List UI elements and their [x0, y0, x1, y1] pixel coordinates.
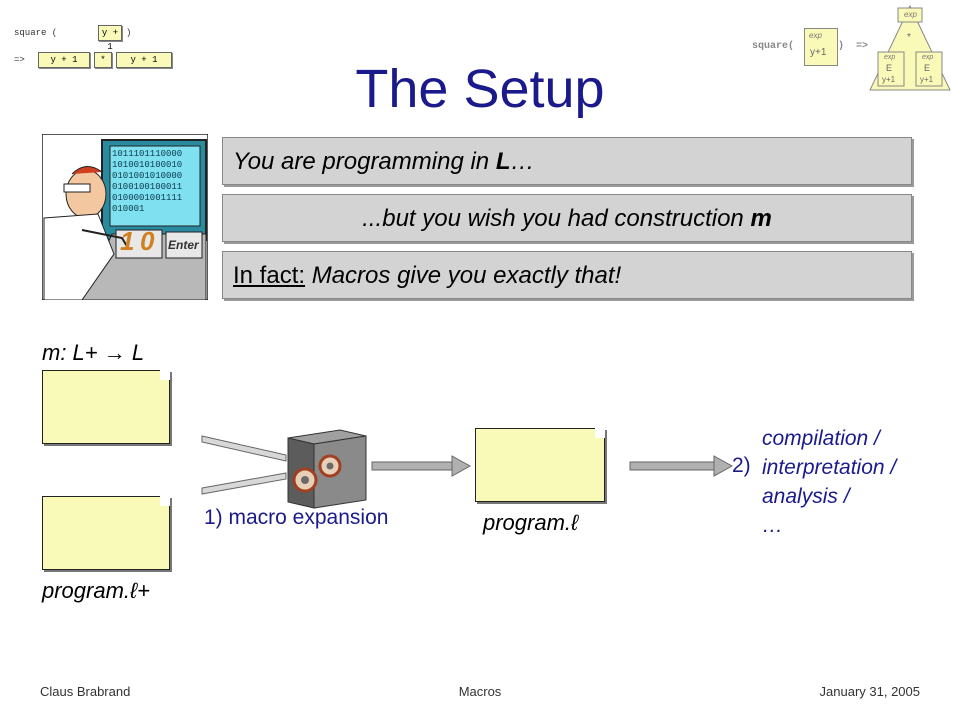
input-line-bottom: [201, 472, 287, 495]
footer-topic: Macros: [458, 684, 502, 699]
slide-title: The Setup: [355, 59, 605, 119]
step2-list: compilation / interpretation / analysis …: [762, 424, 896, 540]
code-right-box: y + 1: [116, 52, 172, 68]
tree-left-y1: y+1: [882, 75, 896, 84]
banner-programming-in-l: You are programming in L…: [222, 137, 912, 185]
code-arrow: =>: [14, 55, 25, 65]
key-zero: 0: [140, 226, 155, 256]
programmer-illustration: [41, 133, 209, 301]
step2-compilation: compilation /: [762, 427, 880, 450]
tree-right-exp: exp: [922, 54, 934, 61]
tree-right-y1: y+1: [920, 75, 934, 84]
tree-arrow: =>: [856, 41, 869, 52]
program-l-label: program.ℓ: [483, 510, 579, 535]
macro-processor-box-icon: [287, 429, 367, 509]
program-lplus-label: program.ℓ+: [42, 578, 150, 603]
banner-wish-construction: ...but you wish you had construction m: [222, 194, 912, 242]
step-macro-expansion: 1) macro expansion: [204, 506, 389, 529]
step2-analysis: analysis /: [762, 485, 850, 508]
tree-close-paren: ): [838, 41, 845, 52]
code-op-box: *: [94, 52, 112, 68]
program-lplus-file-note: [42, 496, 170, 570]
code-arg-box: y + 1: [98, 25, 122, 52]
code-left-box: y + 1: [38, 52, 90, 68]
expansion-arrow: [371, 455, 472, 477]
tree-star: *: [907, 32, 911, 43]
tree-diagram-icon: [869, 4, 951, 91]
macro-signature: m: L+ → L: [42, 340, 145, 365]
program-l-file-note: [475, 428, 605, 502]
compilation-arrow: [629, 455, 734, 477]
code-close-paren: ): [126, 28, 132, 38]
tree-left-E: E: [886, 63, 893, 73]
banner-macros-give: In fact: Macros give you exactly that!: [222, 251, 912, 299]
programmer-cartoon: 1011101110000 1010010100010 010100101000…: [41, 133, 209, 301]
step2-interpretation: interpretation /: [762, 456, 897, 479]
banner-in-fact: In fact:: [233, 262, 306, 289]
tree-right-E: E: [924, 63, 931, 73]
key-enter: Enter: [168, 238, 199, 252]
key-one: 1: [120, 226, 135, 256]
tree-left-exp: exp: [884, 54, 896, 61]
binary-screen-text: 1011101110000 1010010100010 010100101000…: [112, 149, 183, 214]
tree-square-keyword: square(: [752, 41, 795, 52]
footer-author: Claus Brabrand: [40, 684, 131, 699]
macro-file-note: [42, 370, 170, 444]
code-square-keyword: square (: [14, 28, 58, 38]
footer-date: January 31, 2005: [819, 684, 920, 699]
tree-arg-card: exp y+1: [804, 28, 838, 66]
tree-root-label: exp: [904, 10, 917, 19]
input-line-top: [201, 435, 287, 462]
step2-number: 2): [732, 454, 751, 477]
step2-ellipsis: …: [762, 514, 783, 537]
